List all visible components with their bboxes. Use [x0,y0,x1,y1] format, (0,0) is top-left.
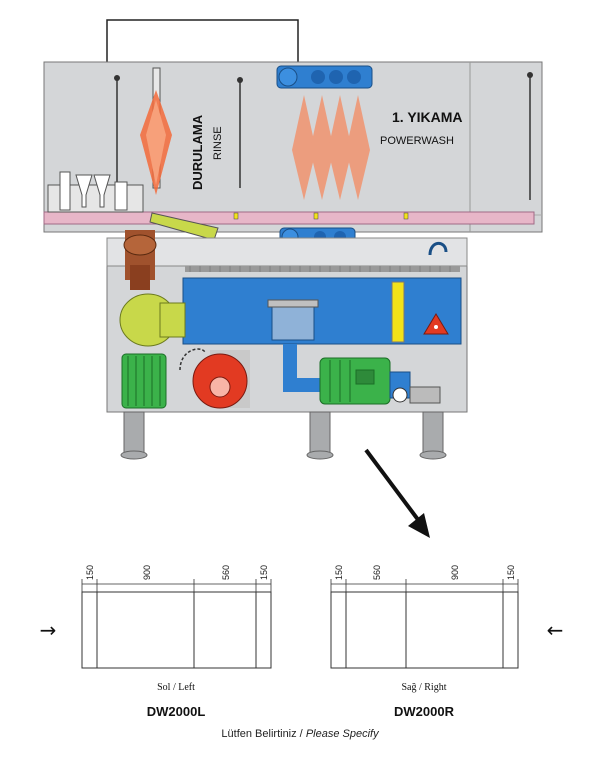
rinse-spray [140,90,172,195]
entry-arrow-left: → [39,618,57,642]
wash-spray [292,95,370,200]
curtains [116,75,531,200]
dim-right-4: 150 [506,565,516,580]
please-specify-note: Lütfen Belirtiniz / Please Specify [150,728,450,740]
dim-right-3: 900 [450,565,460,580]
wash-tank [182,277,462,345]
conveyor-rail [43,211,535,225]
machine-feet [120,411,447,460]
top-cable [106,19,299,62]
note-emphasis: Please Specify [305,728,379,740]
rinse-label-tr: DURULAMA [190,114,205,190]
pointer-arrow-shaft [364,448,424,527]
wash-label-en: POWERWASH [380,135,454,147]
dim-right-2: 560 [372,565,382,580]
drain-pipe [283,344,325,392]
entry-arrow-right: ← [546,618,564,642]
dim-right-1: 150 [334,565,344,580]
layout-right: 150 560 900 150 [330,565,519,669]
model-left: DW2000L [146,704,206,719]
dim-left-4: 150 [259,565,269,580]
model-right: DW2000R [394,704,454,719]
side-label-right: Sağ / Right [401,682,447,693]
wash-motor [319,357,441,405]
heater-warning [423,313,449,335]
pointer-arrow-head [408,513,430,538]
dim-left-1: 150 [85,565,95,580]
dim-left-3: 560 [221,565,231,580]
level-bar [391,281,405,343]
rinse-pump [119,230,186,409]
glasses-rack [47,171,144,213]
layout-left: 150 900 560 150 [81,565,272,669]
note-prefix: Lütfen Belirtiniz / [221,728,303,740]
side-label-left: Sol / Left [157,682,195,693]
rinse-label-en: RINSE [212,126,224,160]
wash-label-tr: 1. YIKAMA [392,109,463,125]
upper-wash-manifold [276,65,373,89]
dim-left-2: 900 [142,565,152,580]
red-pump [179,348,250,409]
filter [271,305,315,341]
